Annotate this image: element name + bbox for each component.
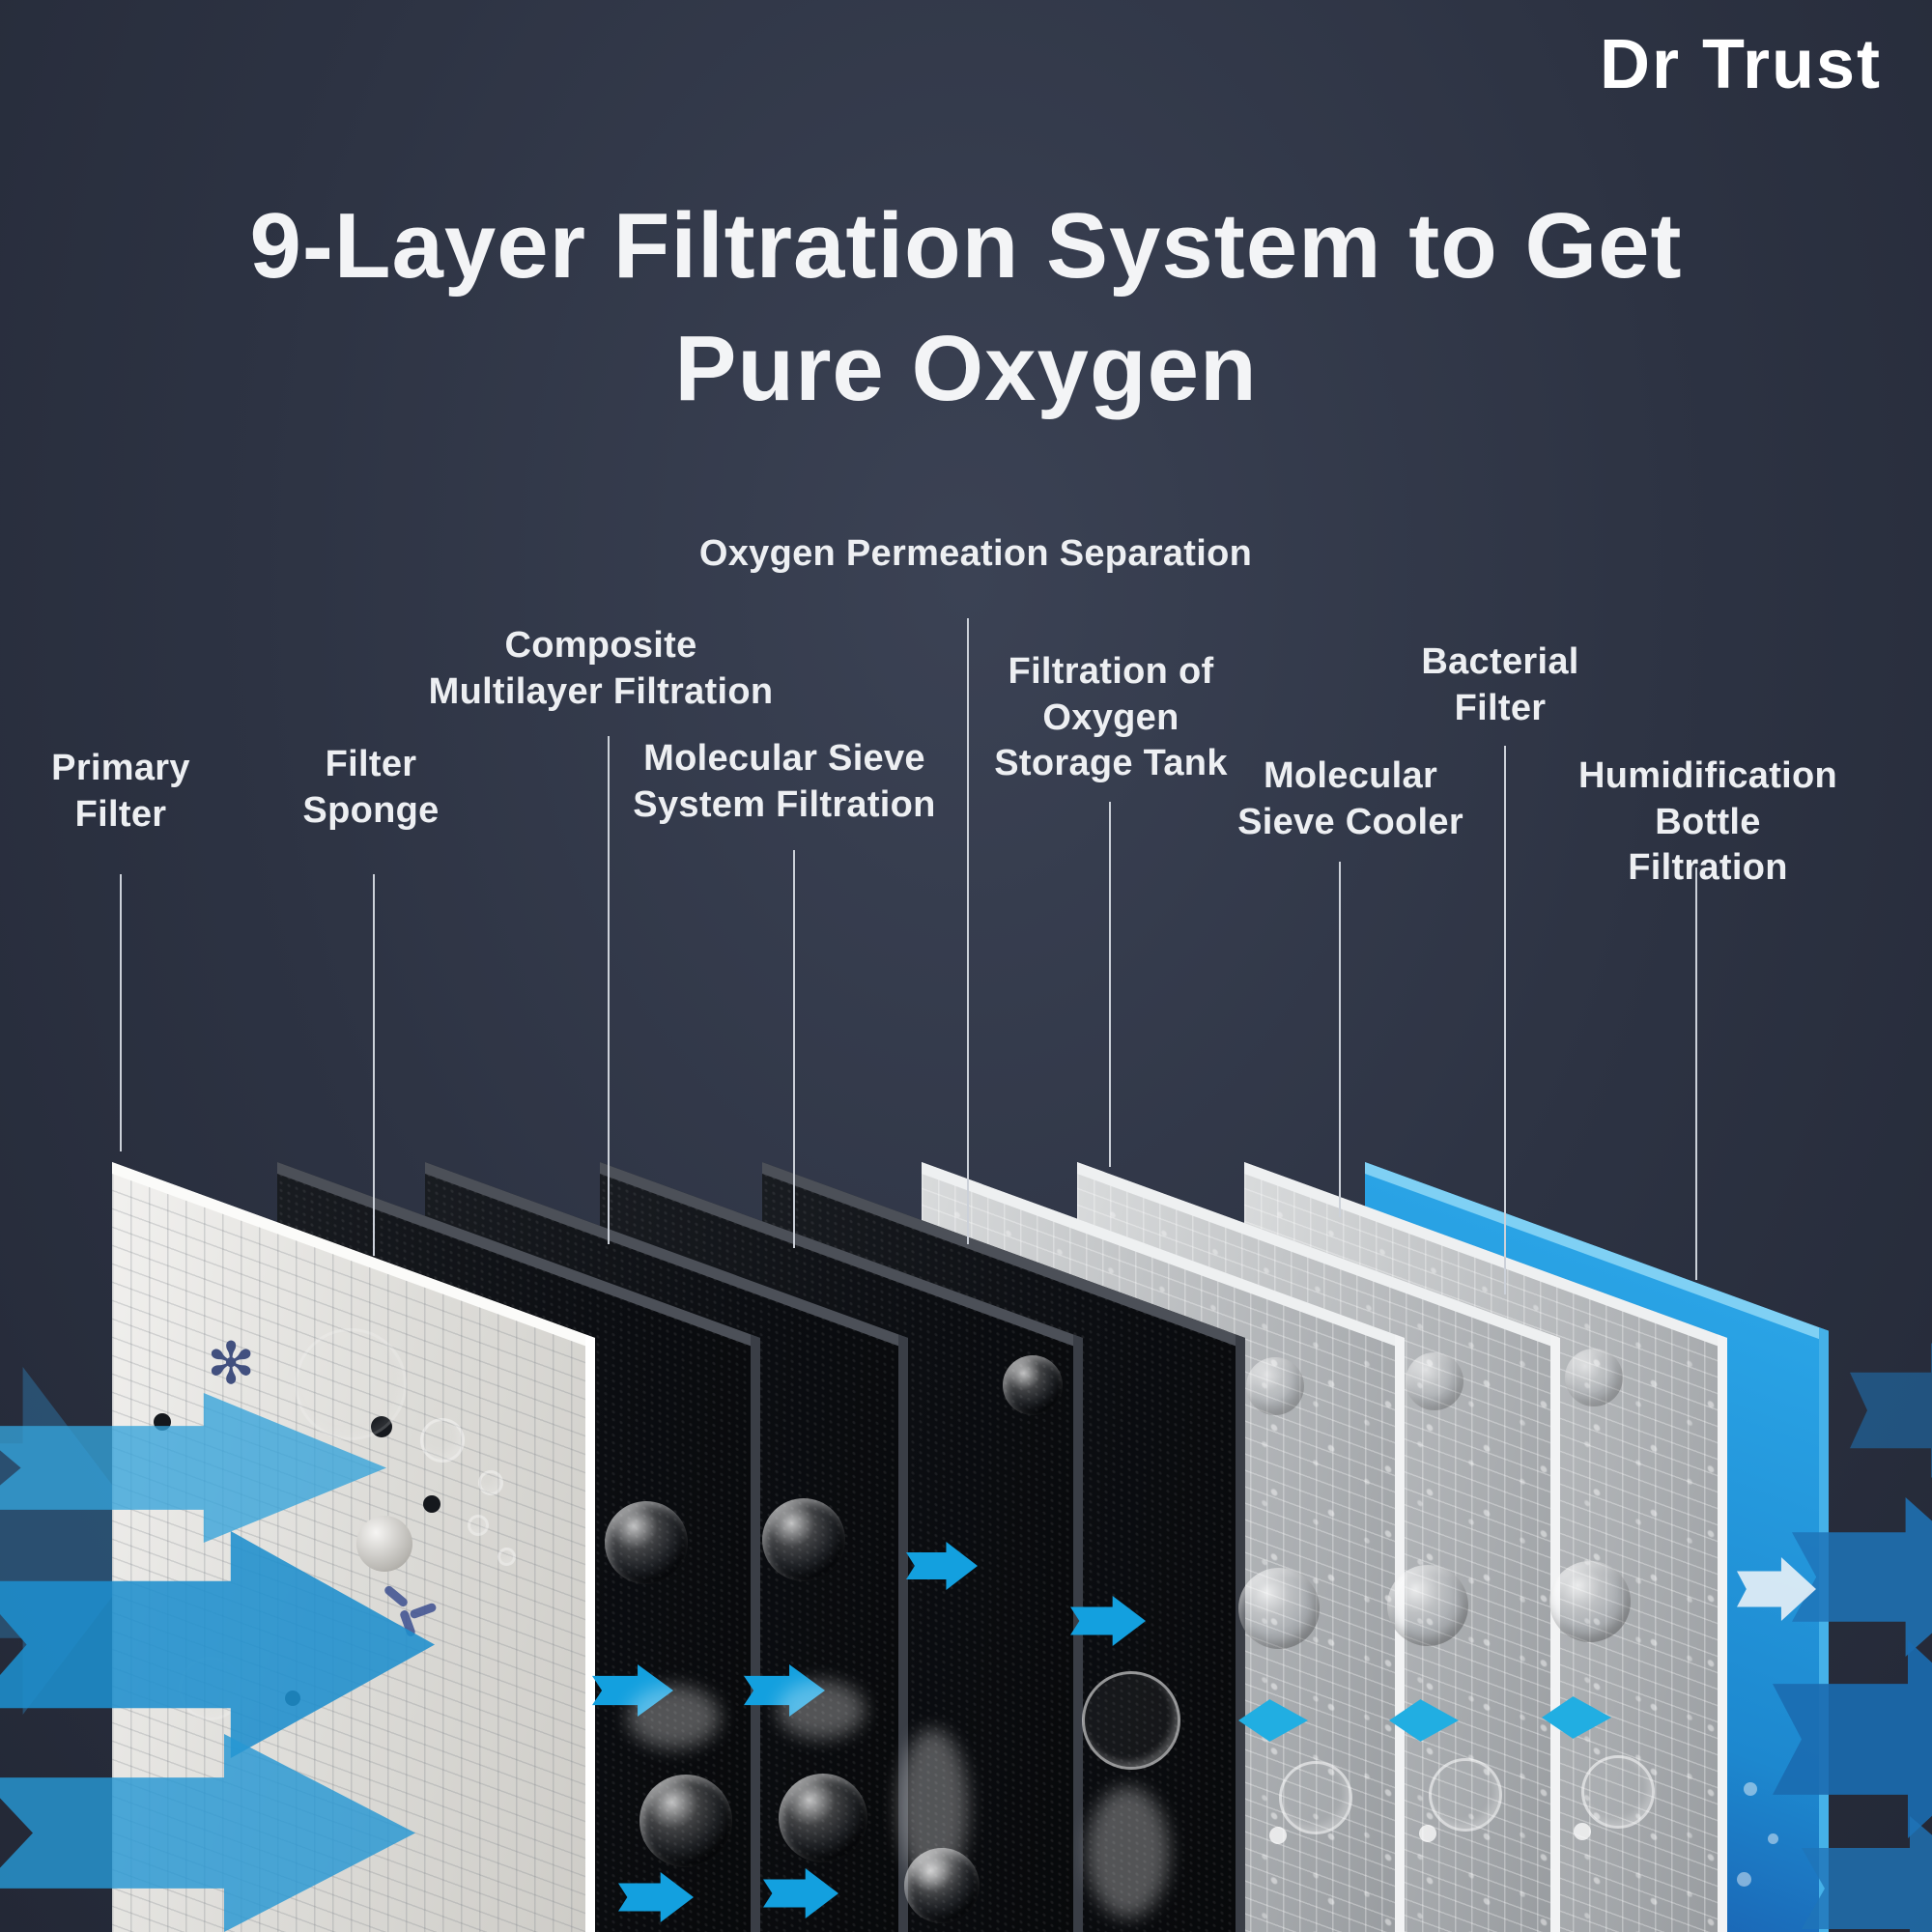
label-primary-filter: Primary Filter [51,748,190,835]
label-composite-multilayer: Composite Multilayer Filtration [428,625,774,712]
leader-line-composite-multilayer [608,736,610,1244]
leader-line-filter-sponge [373,874,375,1256]
bubble [295,1328,407,1440]
bubble [1549,1561,1631,1642]
leader-line-primary-filter [120,874,122,1151]
leader-line-sieve-cooler [1339,862,1341,1217]
leader-line-molecular-sieve-system [793,850,795,1248]
particle-sphere [356,1516,412,1572]
mist-wisp [898,1729,968,1884]
leader-line-bacterial-filter [1504,746,1506,1294]
outflow-arrow-icon [1850,1343,1932,1478]
dirt-particle [423,1495,440,1513]
leader-line-storage-tank [1109,802,1111,1167]
pollen-virus-icon: ✻ [207,1331,256,1396]
page-title: 9-Layer Filtration System to Get Pure Ox… [0,185,1932,430]
bubble [639,1775,732,1867]
water-droplet [497,1548,516,1566]
water-droplet [420,1418,465,1463]
mist-wisp [628,1686,720,1748]
brand-logo: Dr Trust [1599,26,1882,103]
bubble [904,1848,980,1923]
bubble [1003,1355,1063,1415]
water-droplet [1744,1782,1757,1796]
title-line-2: Pure Oxygen [674,316,1258,420]
bubble [605,1501,688,1584]
bubble [1565,1349,1623,1406]
label-bacterial-filter: Bacterial Filter [1421,641,1579,728]
mist-wisp [1087,1787,1169,1918]
water-droplet [468,1515,489,1536]
water-droplet [1419,1825,1436,1842]
label-oxygen-permeation: Oxygen Permeation Separation [698,533,1253,574]
label-molecular-sieve-cooler: Molecular Sieve Cooler [1237,755,1463,842]
title-line-1: 9-Layer Filtration System to Get [249,194,1683,298]
bubble [1429,1758,1502,1832]
water-droplet [1269,1827,1287,1844]
label-humidification-bottle: Humidification Bottle Filtration [1577,755,1838,888]
bubble [1246,1357,1304,1415]
leader-line-humidification [1695,867,1697,1280]
bubble [1387,1565,1468,1646]
bubble [1581,1755,1655,1829]
label-storage-tank-filtration: Filtration of Oxygen Storage Tank [994,651,1228,783]
label-molecular-sieve-system: Molecular Sieve System Filtration [633,738,936,825]
label-filter-sponge: Filter Sponge [302,744,440,831]
bubble [1406,1352,1463,1410]
leader-line-oxygen-permeation [967,618,969,1244]
water-droplet [1737,1872,1751,1887]
water-droplet [478,1470,503,1495]
water-droplet [1574,1823,1591,1840]
bubble [762,1498,845,1581]
mist-wisp [778,1681,865,1739]
bubble [1082,1671,1180,1770]
bubble [779,1774,867,1862]
water-droplet [1768,1833,1778,1844]
bubble [1279,1761,1352,1834]
bubble [1238,1568,1320,1649]
